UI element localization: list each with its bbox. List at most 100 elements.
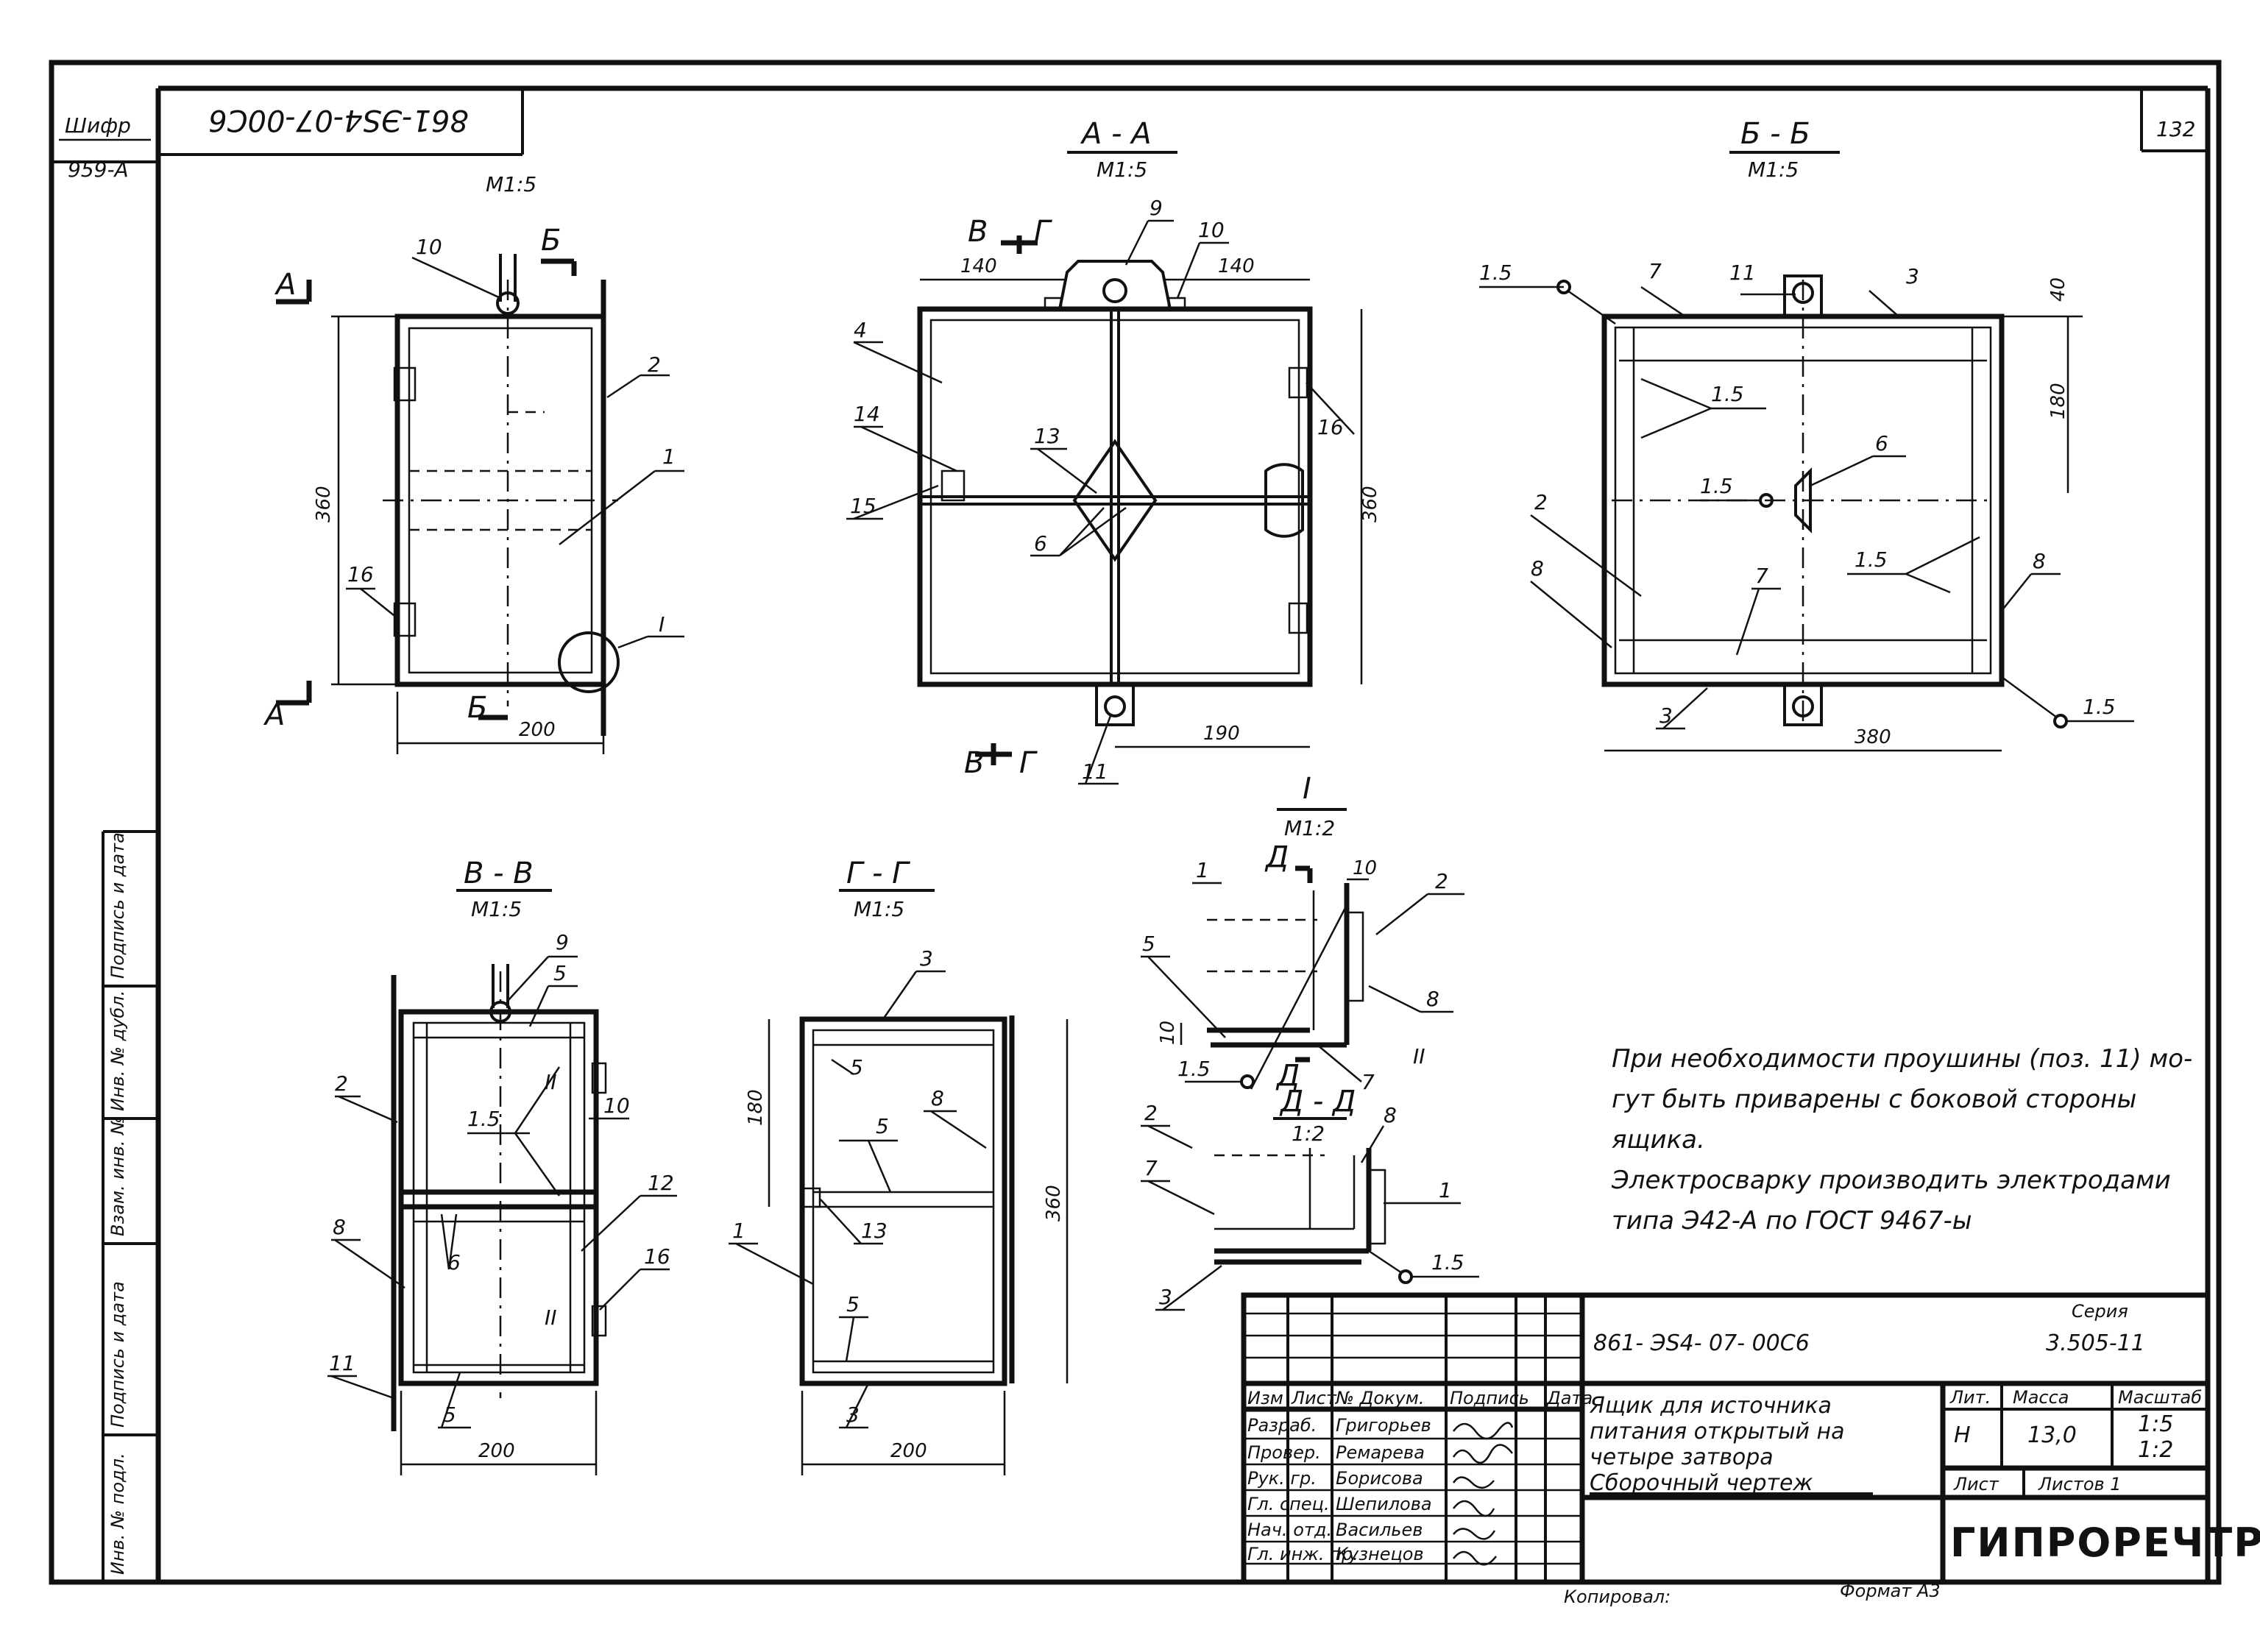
tb-r3-role: Рук. гр. — [1247, 1468, 1317, 1489]
tb-col-podp: Подпись — [1450, 1388, 1529, 1408]
tb-r3-name: Борисова — [1336, 1468, 1423, 1489]
dim-aa-190: 190 — [1203, 723, 1240, 745]
pos-11-bb: 11 — [1729, 260, 1756, 285]
mark-ii-vv-1: II — [545, 1070, 557, 1094]
strip-inv-dubl: Инв. № дубл. — [107, 990, 128, 1111]
mark-v-bottom: В — [964, 746, 984, 780]
view-side-main: А А Б Б 360 200 10 2 1 16 I — [263, 224, 684, 754]
pos-6-vv: 6 — [447, 1250, 461, 1275]
pos-8-detail: 8 — [1426, 987, 1439, 1011]
pos-11-aa: 11 — [1082, 759, 1108, 784]
dim-aa-360: 360 — [1359, 486, 1381, 522]
view-bb-title: Б - Б — [1740, 117, 1810, 151]
tb-copied: Копировал: — [1564, 1587, 1671, 1607]
sheet-number: 132 — [2156, 117, 2195, 141]
view-vv-title: В - В — [464, 857, 534, 890]
signatures — [1452, 1422, 1514, 1566]
note-line-1: При необходимости проушины (поз. 11) мо- — [1612, 1044, 2192, 1074]
dim-gg-360: 360 — [1043, 1185, 1065, 1222]
tb-series-value: 3.505-11 — [2046, 1330, 2145, 1356]
strip-sign-date-1: Подпись и дата — [107, 832, 128, 979]
view-dd-title: Д - Д — [1279, 1085, 1356, 1119]
tb-lit-label: Лит. — [1949, 1387, 1991, 1408]
pos-5-detail: 5 — [1142, 932, 1155, 956]
main-view-scale: М1:5 — [486, 172, 536, 196]
pos-3-dd: 3 — [1159, 1285, 1172, 1309]
pos-8-bb-right: 8 — [2033, 549, 2046, 573]
doc-code-rotated: 861-ЭS4-07-00C6 — [208, 103, 469, 137]
view-dd-scale: 1:2 — [1292, 1121, 1325, 1146]
sheet-frame — [49, 60, 2222, 1585]
view-vv-scale: М1:5 — [471, 897, 522, 921]
view-detail: I М1:2 Д Д 1.5 10 10 II 1 2 5 8 — [1141, 772, 1479, 1311]
weld-vv: 1.5 — [467, 1107, 500, 1131]
strip-vzam-inv: Взам. инв. № — [107, 1116, 128, 1236]
tb-r5-role: Нач. отд. — [1247, 1520, 1332, 1540]
tb-lit-value: Н — [1954, 1422, 1971, 1448]
pos-10-vv: 10 — [603, 1093, 630, 1118]
mark-g-bottom: Г — [1019, 746, 1038, 780]
dim-vv-200: 200 — [478, 1440, 515, 1462]
pos-1-gg: 1 — [732, 1219, 745, 1243]
mark-g-top: Г — [1034, 215, 1052, 249]
weld-dd: 1.5 — [1431, 1250, 1464, 1275]
pos-8-gg: 8 — [931, 1086, 944, 1110]
dim-gg-200: 200 — [890, 1440, 927, 1462]
pos-8-vv: 8 — [333, 1215, 346, 1239]
view-vv: В - В М1:5 200 9 5 1.5 10 — [327, 857, 677, 1475]
tb-doc-code: 861- ЭS4- 07- 00С6 — [1593, 1330, 1810, 1356]
tb-format: Формат А3 — [1840, 1581, 1941, 1601]
pos-13-gg: 13 — [861, 1219, 888, 1243]
view-aa-title: А - А — [1080, 117, 1152, 151]
pos-3-bb-bottom: 3 — [1659, 703, 1673, 728]
pos-2-dd: 2 — [1144, 1101, 1158, 1125]
mark-v-top: В — [968, 215, 988, 249]
pos-15-aa: 15 — [850, 494, 876, 518]
view-bb: Б - Б М1:5 380 180 40 1.5 1.5 1. — [1479, 117, 2134, 752]
pos-10-aa: 10 — [1198, 218, 1225, 242]
dim-aa-140-left: 140 — [960, 255, 997, 277]
cipher-label: Шифр — [65, 113, 131, 138]
note-line-5: типа Э42-А по ГОСТ 9467-ы — [1612, 1206, 1972, 1236]
tb-title-l3: четыре затвора — [1590, 1444, 1774, 1470]
tb-r1-name: Григорьев — [1336, 1415, 1431, 1436]
pos-8-bb-left: 8 — [1531, 556, 1544, 581]
tb-list-label: Лист — [1953, 1474, 1999, 1495]
pos-2-vv: 2 — [335, 1071, 348, 1096]
section-mark-b-top: Б — [541, 224, 561, 258]
pos-7-detail: 7 — [1361, 1070, 1375, 1094]
note-line-2: гут быть приварены с боковой стороны — [1612, 1085, 2136, 1114]
dim-bb-380: 380 — [1855, 726, 1891, 748]
pos-5-gg-2: 5 — [876, 1114, 889, 1138]
pos-1-dd: 1 — [1439, 1178, 1452, 1202]
weld-bb-3: 1.5 — [1700, 474, 1733, 498]
tb-scale-v2: 1:2 — [2138, 1437, 2173, 1463]
tb-lists-label: Листов 1 — [2038, 1474, 2122, 1495]
pos-1-side: 1 — [662, 444, 676, 469]
notes: При необходимости проушины (поз. 11) мо-… — [1611, 1044, 2192, 1236]
title-block: Изм Лист № Докум. Подпись Дата Разраб. Г… — [1241, 1292, 2260, 1607]
tb-scale-label: Масштаб — [2118, 1387, 2202, 1408]
tb-org: ГИПРОРЕЧТРАНС — [1950, 1520, 2260, 1566]
weld-bb-4: 1.5 — [1855, 547, 1888, 572]
dim-gg-180: 180 — [745, 1089, 767, 1126]
pos-6-aa: 6 — [1034, 531, 1047, 556]
mark-ii-detail: II — [1413, 1044, 1425, 1068]
note-line-4: Электросварку производить электродами — [1611, 1166, 2171, 1195]
pos-5-gg-1: 5 — [850, 1055, 863, 1080]
weld-bb-2: 1.5 — [1711, 382, 1744, 406]
tb-r4-name: Шепилова — [1336, 1494, 1432, 1514]
tb-title-l1: Ящик для источника — [1589, 1393, 1832, 1419]
tb-r2-name: Ремарева — [1336, 1442, 1425, 1463]
pos-4-aa: 4 — [854, 318, 867, 342]
section-mark-b-bottom: Б — [467, 691, 487, 725]
tb-col-data: Дата — [1546, 1388, 1593, 1408]
pos-6-bb: 6 — [1875, 431, 1888, 455]
weld-detail: 1.5 — [1177, 1057, 1211, 1081]
tb-r4-role: Гл. спец. — [1247, 1494, 1330, 1514]
cipher-value: 959-А — [68, 157, 129, 182]
pos-5-vv-bottom: 5 — [443, 1403, 456, 1427]
pos-16-vv: 16 — [644, 1244, 670, 1269]
